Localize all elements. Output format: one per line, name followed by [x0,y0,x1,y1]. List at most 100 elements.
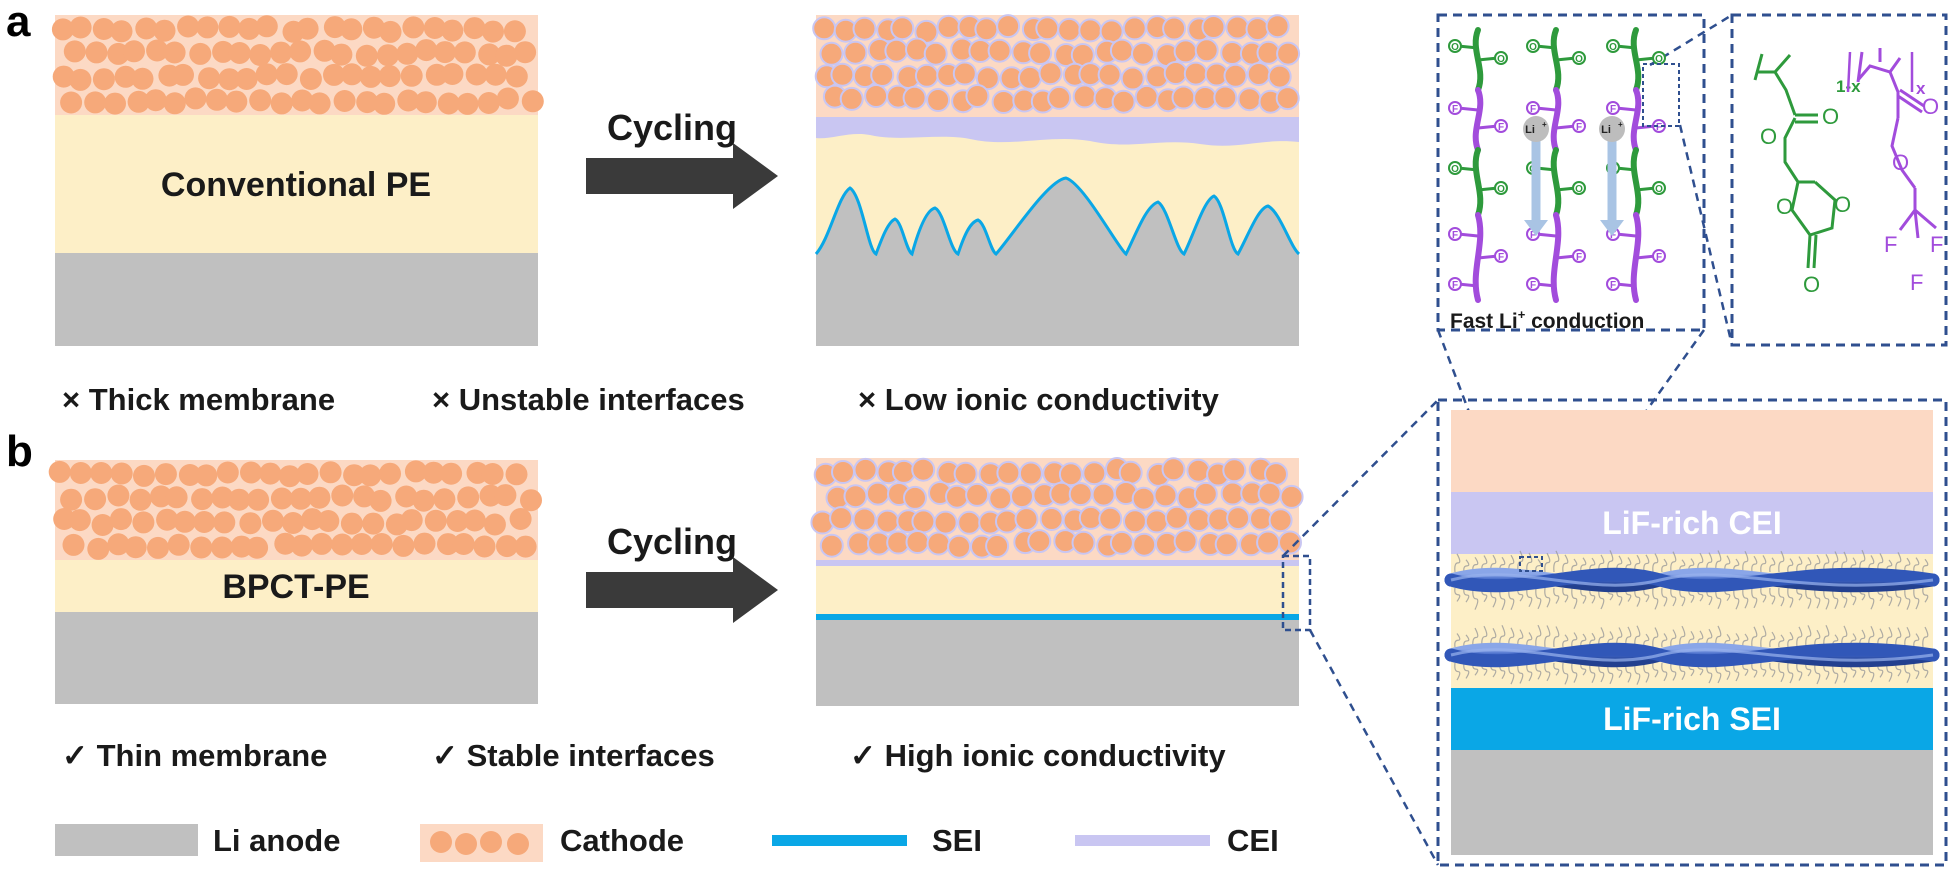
side-group-label: F [1610,104,1616,115]
side-chain [1841,587,1848,608]
oxygen-group-icon [1572,51,1586,65]
side-chain [1796,556,1803,573]
legend-swatch-anode [55,824,198,856]
cathode-particle [63,40,86,63]
cathode-particle [975,66,1000,91]
cathode-particle [933,510,958,535]
side-chain [1805,557,1812,573]
side-chain [1724,662,1731,680]
cathode-particle [301,508,324,531]
cathode-particle [90,462,113,484]
side-chain [1715,550,1722,573]
cathode-particle [1171,85,1196,110]
cathode-particle [437,533,459,556]
atom-f-3: F [1910,270,1923,295]
side-chain [1544,552,1551,573]
side-chain [1814,587,1821,609]
side-chain [1877,553,1884,573]
subscript-x: x [1916,79,1926,98]
cathode-particle [147,536,169,559]
cathode-particle [514,535,537,558]
side-chain [1751,626,1758,648]
cathode-particle [378,65,401,88]
cathode-particle [228,488,251,511]
cathode-particle [412,489,435,512]
cathode-particle [177,15,200,38]
cathode-particle [1068,482,1093,507]
cathode-particle [1091,482,1116,507]
atom-o-carbonyl: O [1822,104,1839,129]
side-chain [1508,587,1515,611]
cathode-particle [133,464,155,487]
side-chain [1886,587,1893,607]
cathode-particle [1193,86,1218,110]
cathode-particle [104,92,126,115]
side-group-label: O [1609,42,1617,53]
side-chain [1562,587,1569,603]
side-chain [1805,662,1812,677]
cathode-particle [392,534,415,557]
fluorine-group-icon [1606,277,1620,291]
cathode-particle [1246,62,1271,86]
cathode-particles [812,14,1301,114]
side-chain [1715,625,1722,648]
side-group-label: O [1497,54,1505,65]
side-chain [1643,587,1650,603]
cathode-particle [190,536,213,559]
zoom-sei-band [1451,688,1933,750]
side-chain [1472,556,1479,573]
cathode-particle [92,68,115,91]
cathode-particle [110,462,133,485]
cathode-particle [413,532,436,555]
legend-label-sei: SEI [932,823,982,858]
side-chain [1841,662,1848,683]
side-chain [1697,552,1704,573]
cathode-particle [865,481,890,506]
side-chain [1553,626,1560,648]
side-chain [1616,627,1623,648]
advantage-stable-interfaces: ✓ Stable interfaces [432,738,715,773]
cathode-particle [359,65,382,88]
cathode-particle [153,19,176,42]
side-chain [1796,626,1803,648]
drawback-thick-membrane: × Thick membrane [62,382,335,417]
cathode-particle [911,509,936,534]
atom-o-ester-f: O [1892,150,1909,175]
cathode-particle [359,464,382,487]
side-group-label: F [1498,122,1504,133]
cathode-particle [1078,18,1103,43]
side-chain [1922,626,1929,648]
cathode-particle [433,488,456,511]
side-chain [1814,662,1821,685]
cycling-label-b: Cycling [607,521,737,562]
atom-o-ring-right: O [1834,192,1851,217]
side-chain [1886,626,1893,648]
cathode-particle [503,20,526,43]
cathode-particle [1014,507,1039,532]
cathode-particle [404,460,427,483]
cathode-particle [1257,481,1282,506]
side-chain [1508,662,1515,685]
side-chain [1643,662,1650,683]
drawback-low-ionic-conductivity: × Low ionic conductivity [858,382,1220,417]
side-chain [1760,662,1767,677]
side-chain [1544,625,1551,648]
cathode-particle [852,507,877,532]
cathode-particle [1123,509,1147,534]
side-chain [1463,587,1470,603]
cathode-particle [495,44,518,67]
cathode-particle [211,486,234,509]
cathode-particle [1109,530,1134,555]
cathode-particle [1017,65,1042,90]
cathode-particle [218,68,241,91]
cathode-particle [911,457,936,482]
cathode-particle [1131,486,1156,511]
side-chain [1454,633,1461,648]
cathode-particle [362,512,385,535]
cathode-particle [441,19,464,42]
cathode-particle [296,17,319,40]
cathode-particle [191,488,214,511]
cathode-particle [1186,458,1211,483]
side-chain [1742,662,1749,677]
side-chain [1706,628,1713,648]
